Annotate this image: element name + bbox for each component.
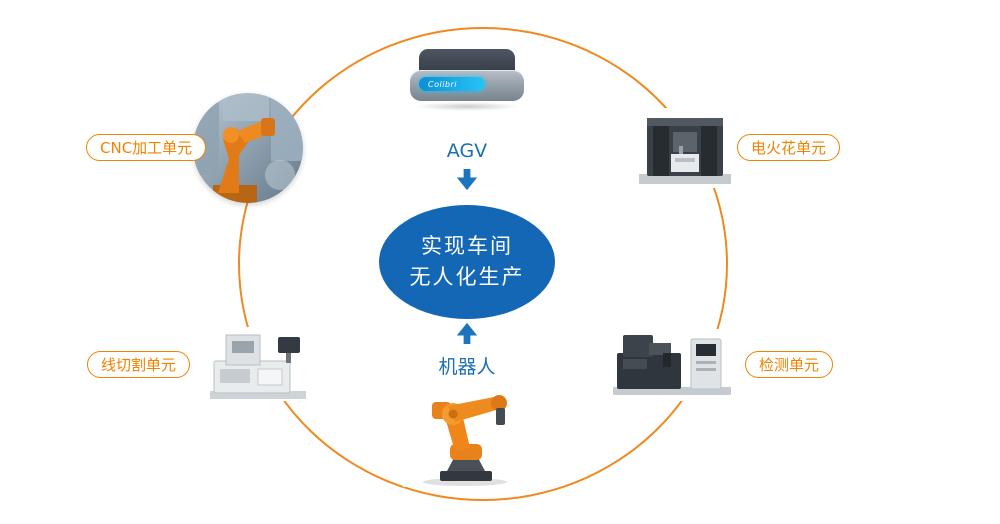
unit-pill-edm: 电火花单元: [737, 134, 841, 161]
agv-vehicle-image: Colibri: [404, 46, 530, 112]
robot-label: 机器人: [438, 356, 496, 378]
cnc-workshop-photo: [193, 93, 303, 203]
industrial-robot-image: [403, 385, 527, 487]
center-goal-ellipse: 实现车间 无人化生产: [379, 205, 555, 319]
arrow-down-icon: [456, 168, 478, 192]
agv-brand-text: Colibri: [428, 79, 458, 89]
agv-body: Colibri: [410, 70, 524, 101]
wire-cut-machine-image: [208, 327, 308, 401]
center-goal-line2: 无人化生产: [409, 265, 525, 289]
agv-shadow: [414, 102, 520, 111]
unit-pill-wire-cut: 线切割单元: [87, 351, 191, 378]
center-goal-line1: 实现车间: [421, 233, 513, 258]
unit-pill-cnc: CNC加工单元: [86, 134, 207, 161]
unit-pill-inspection: 检测单元: [745, 351, 834, 378]
arrow-up-icon: [456, 321, 478, 345]
orbit-circle: [238, 27, 728, 501]
inspection-machine-image: [613, 329, 731, 401]
agv-light-strip: Colibri: [419, 77, 485, 91]
agv-label: AGV: [446, 140, 488, 162]
edm-machine-image: [633, 108, 737, 188]
